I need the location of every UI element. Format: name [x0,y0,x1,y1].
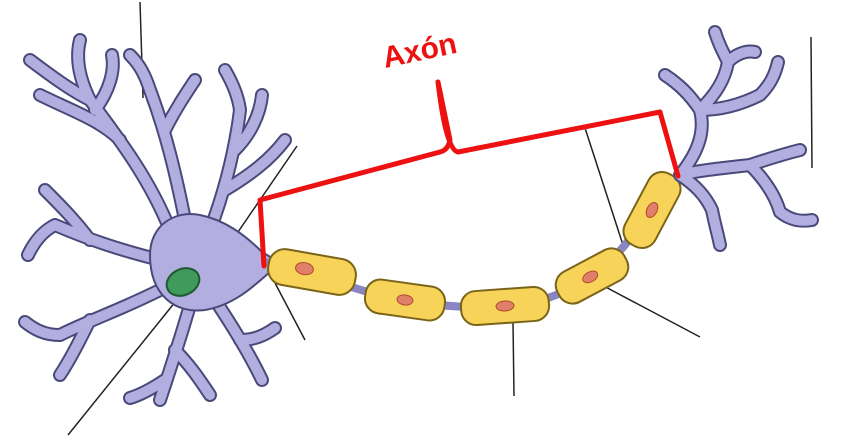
pointer-line-myelin-sheath [512,321,515,397]
schwann-nucleus [582,270,599,284]
dendrites-fill [20,35,290,405]
myelin-sheath [267,170,682,327]
axon-bracket [257,79,681,269]
pointer-lines [67,1,813,436]
pointer-line-schwann-cell [597,282,701,338]
schwann-nucleus [295,262,314,276]
myelin-segment [459,285,551,327]
soma [149,213,273,312]
pointer-line-myelin-start [274,282,306,341]
myelin-segment [363,278,447,322]
axon-label: Axón [380,27,460,75]
myelin-segment [554,247,630,305]
myelin-segment [622,170,682,250]
pointer-line-axon-hillock [237,145,298,233]
pointer-line-nucleus [67,295,181,436]
nucleus [165,267,201,297]
pointer-line-node-of-ranvier [584,127,624,246]
myelin-segment [267,248,357,296]
pointer-line-axon-terminal [810,36,813,169]
schwann-nucleus [645,202,659,218]
cell-body [18,33,292,407]
schwann-nucleus [396,294,414,306]
schwann-nucleus [495,300,515,312]
axon-terminal [658,25,819,252]
